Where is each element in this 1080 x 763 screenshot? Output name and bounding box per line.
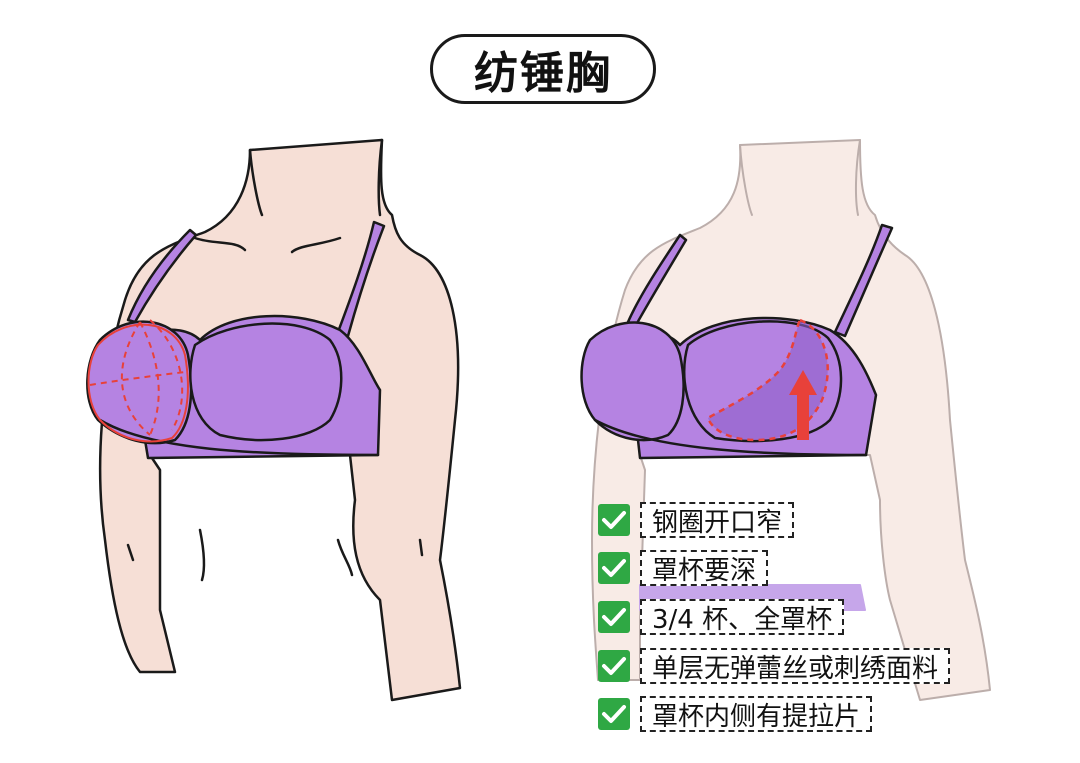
left-cup-right: [189, 322, 343, 442]
check-icon: [598, 601, 630, 633]
checklist-item-label: 单层无弹蕾丝或刺绣面料: [640, 648, 951, 684]
page-title: 纺锤胸: [430, 34, 656, 104]
check-icon: [598, 650, 630, 682]
checklist-item: 3/4 杯、全罩杯: [598, 597, 845, 637]
checklist-item-label: 3/4 杯、全罩杯: [640, 599, 845, 635]
checklist-item: 钢圈开口窄: [598, 500, 795, 540]
left-cup-left: [86, 320, 193, 445]
lift-arrow-icon: [789, 370, 817, 440]
check-icon: [598, 552, 630, 584]
checklist-item-label: 钢圈开口窄: [640, 502, 795, 538]
checklist-item: 罩杯内侧有提拉片: [598, 694, 873, 734]
check-icon: [598, 504, 630, 536]
checklist-item: 单层无弹蕾丝或刺绣面料: [598, 646, 951, 686]
checklist-item: 罩杯要深: [598, 548, 769, 588]
right-cup-left: [580, 321, 685, 442]
checklist-item-label: 罩杯内侧有提拉片: [640, 696, 873, 732]
left-figure: [86, 138, 462, 702]
left-cup-diagram: [87, 319, 189, 443]
checklist-item-label: 罩杯要深: [640, 550, 769, 586]
check-icon: [598, 698, 630, 730]
